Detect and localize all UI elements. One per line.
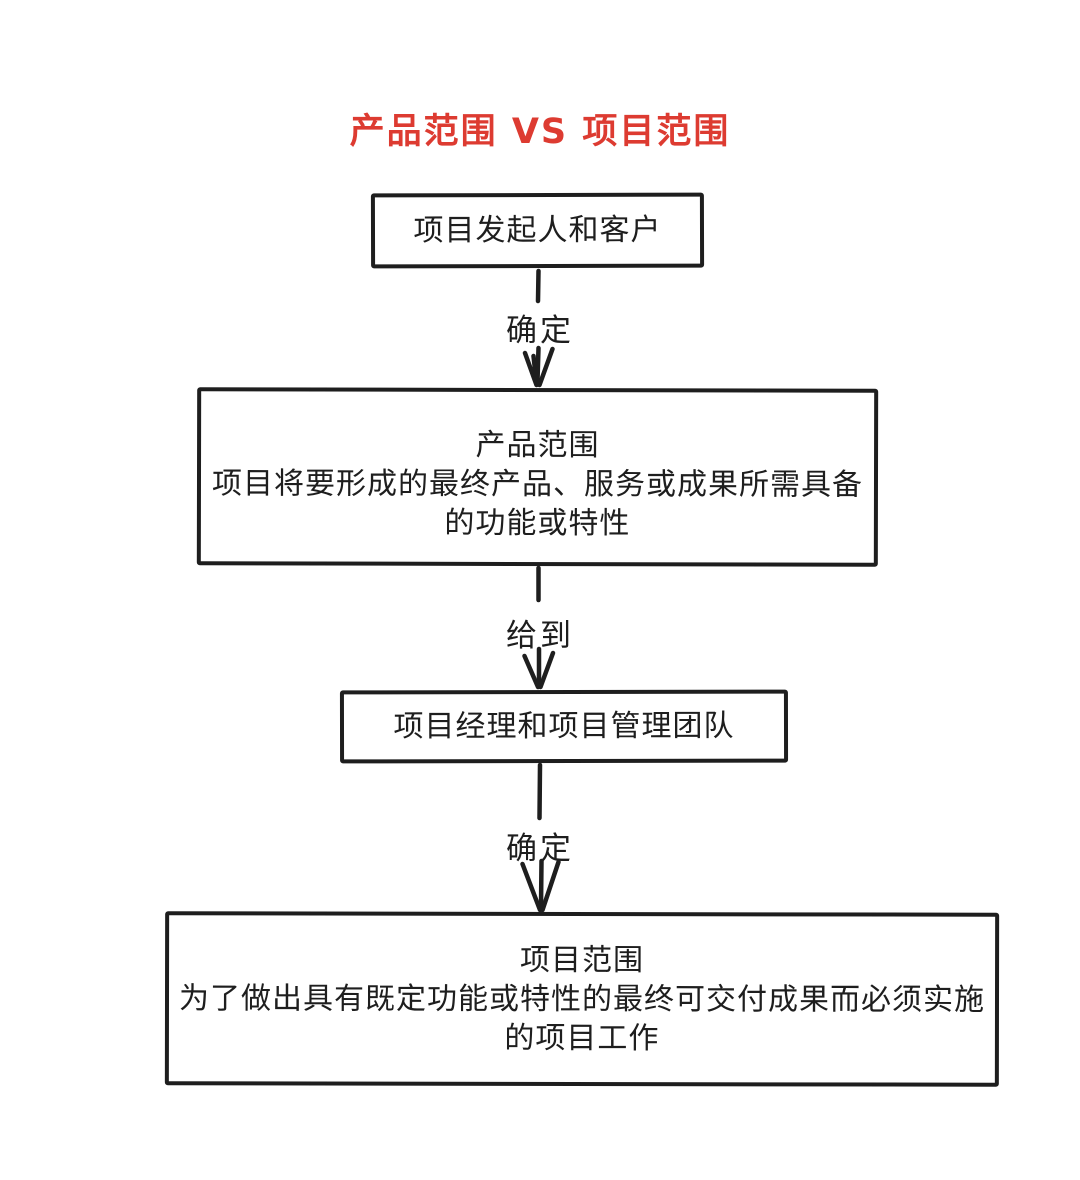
node-text-line: 项目经理和项目管理团队 <box>393 708 735 745</box>
node-project-sponsor-customer: 项目发起人和客户 <box>370 192 705 269</box>
node-text-line: 项目将要形成的最终产品、服务或成果所需具备 <box>211 465 864 503</box>
edge-label-give-to: 给到 <box>506 618 574 654</box>
node-title-line: 项目范围 <box>520 942 645 978</box>
node-text-line: 的项目工作 <box>504 1020 660 1056</box>
node-text-line: 为了做出具有既定功能或特性的最终可交付成果而必须实施 <box>178 980 986 1018</box>
diagram-title: 产品范围 VS 项目范围 <box>349 112 731 152</box>
node-product-scope: 产品范围 项目将要形成的最终产品、服务或成果所需具备 的功能或特性 <box>196 387 879 567</box>
node-pm-and-team: 项目经理和项目管理团队 <box>339 689 789 764</box>
node-project-scope: 项目范围 为了做出具有既定功能或特性的最终可交付成果而必须实施 的项目工作 <box>164 911 1000 1087</box>
node-text-line: 的功能或特性 <box>444 505 631 541</box>
node-title-line: 产品范围 <box>475 427 600 463</box>
node-text-line: 项目发起人和客户 <box>413 212 662 249</box>
edge-label-determine-1: 确定 <box>506 313 574 349</box>
edge-label-determine-2: 确定 <box>506 831 574 867</box>
